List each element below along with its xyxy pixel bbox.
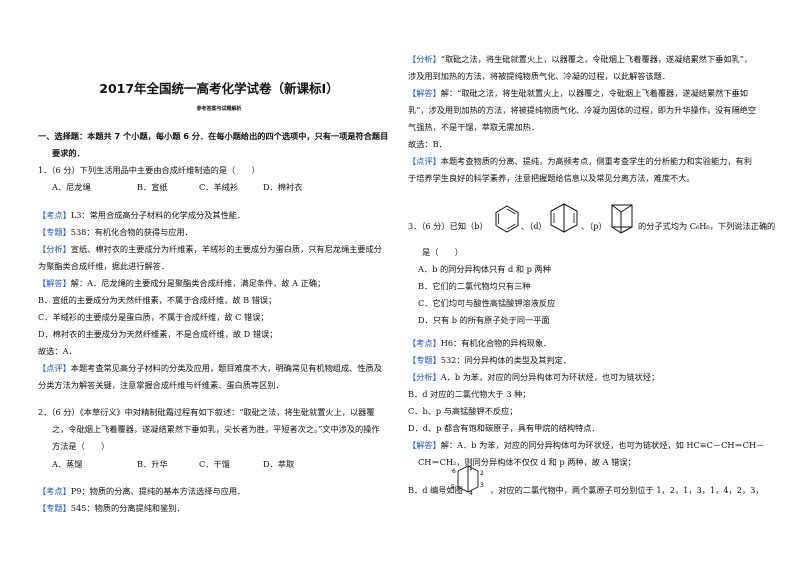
benzene-structure-icon	[495, 205, 519, 233]
jieda-text: 解：“取砒之法，将生砒就置火上，以器覆之，令砒烟上飞着覆器，遂凝结累然下垂如	[440, 88, 748, 98]
q2-kaodian: 【考点】P9：物质的分离、提纯的基本方法选择与应用．	[38, 483, 245, 500]
kaodian-tag: 【考点】	[408, 338, 441, 348]
q1-option-a: A．尼龙绳	[52, 182, 91, 192]
svg-text:1: 1	[469, 465, 473, 472]
zhuanti-tag: 【专题】	[38, 503, 71, 513]
q2-jieda: 【解答】解：“取砒之法，将生砒就置火上，以器覆之，令砒烟上飞着覆器，遂凝结累然下…	[408, 85, 748, 102]
q1-option-b: B．宣纸	[137, 182, 168, 192]
q3-option-d: D．只有 b 的所有原子处于同一平面	[418, 315, 550, 325]
jieda-tag: 【解答】	[408, 88, 441, 98]
q1-zhuanti: 【专题】538：有机化合物的获得与应用．	[38, 224, 193, 241]
jieda-text: 解：A．b 为苯，对应的同分异构体可为环状烃，也可为链状烃，如 HC≡C－CH＝…	[440, 440, 765, 450]
q3-label-d: 、（d）	[521, 221, 547, 231]
section-heading-cont: 要求的．	[52, 148, 85, 158]
q2-zhuanti: 【专题】545：物质的分离提纯和鉴别．	[38, 500, 185, 517]
svg-text:4: 4	[469, 490, 473, 496]
kaodian-text: L3：常用合成高分子材料的化学成分及其性能．	[70, 210, 246, 220]
q3-fenxi-d: D．d、p 都含有饱和碳原子，具有甲烷的结构特点．	[408, 423, 600, 433]
q3-kaodian: 【考点】H6：有机化合物的异构现象．	[408, 335, 551, 352]
q2-jieda-l3: 气强热，不是干馏，萃取无需加热．	[408, 122, 540, 132]
kaodian-tag: 【考点】	[38, 210, 71, 220]
q2-fenxi: 【分析】“取砒之法，将生砒就置火上，以器覆之，令砒烟上飞着覆器，遂凝结累然下垂如…	[408, 51, 752, 68]
kaodian-text: P9：物质的分离、提纯的基本方法选择与应用．	[70, 486, 246, 496]
fenxi-text: A．b 为苯，对应的同分异构体可为环状烃，也可为链状烃；	[440, 372, 660, 382]
q2-stem-l3: 方法是（ ）	[52, 441, 110, 451]
dianping-tag: 【点评】	[408, 156, 441, 166]
svg-text:6: 6	[452, 468, 456, 475]
q3-jieda-l3a: B．d 编号如图	[408, 485, 463, 495]
dianping-text: 本题考查物质的分离、提纯，为高频考点，侧重考查学生的分析能力和实验能力，有利	[440, 156, 752, 166]
section-heading: 一、选择题：本题共 7 个小题，每小题 6 分．在每小题给出的四个选项中，只有一…	[38, 131, 389, 141]
page-title: 2017年全国统一高考化学试卷（新课标Ⅰ）	[99, 81, 339, 96]
q3-option-b: B．它们的二氯代物均只有三种	[418, 281, 531, 291]
q2-option-c: C．干馏	[199, 459, 230, 469]
kaodian-tag: 【考点】	[38, 486, 71, 496]
jieda-tag: 【解答】	[408, 440, 441, 450]
zhuanti-tag: 【专题】	[38, 227, 71, 237]
q2-option-d: D．萃取	[263, 459, 295, 469]
fenxi-tag: 【分析】	[38, 244, 71, 254]
q1-fenxi-cont: 为聚酯类合成纤维，据此进行解答．	[38, 261, 170, 271]
q3-option-c: C．它们均可与酸性高锰酸钾溶液反应	[418, 298, 556, 308]
q3-jieda-l2: CH＝CH₂，则同分异构体不仅仅 d 和 p 两种，故 A 错误；	[418, 457, 636, 467]
q3-stem-l2: 是（ ）	[422, 247, 463, 257]
fenxi-text: “取砒之法，将生砒就置火上，以器覆之，令砒烟上飞着覆器，遂凝结累然下垂如乳”，	[440, 54, 753, 64]
q2-option-a: A．蒸馏	[52, 459, 83, 469]
dewar-benzene-structure-icon	[550, 203, 578, 233]
q1-dianping-cont: 分类方法为解答关键，注意掌握合成纤维与纤维素、蛋白质等区别．	[38, 380, 284, 390]
q2-answer: 故选：B．	[408, 139, 447, 149]
q2-dianping: 【点评】本题考查物质的分离、提纯，为高频考点，侧重考查学生的分析能力和实验能力，…	[408, 153, 752, 170]
page-subtitle: 参考答案与试题解析	[196, 106, 242, 112]
kaodian-text: H6：有机化合物的异构现象．	[440, 338, 552, 348]
q1-dianping: 【点评】本题考查常见高分子材料的分类及应用，题目难度不大，明确常见有机物组成、性…	[38, 360, 382, 377]
numbered-dewar-benzene-icon: 6 5 1 2 3 4	[451, 465, 484, 496]
q3-option-a: A．b 的同分异构体只有 d 和 p 两种	[418, 264, 551, 274]
svg-text:3: 3	[480, 482, 484, 489]
fenxi-tag: 【分析】	[408, 372, 441, 382]
q1-kaodian: 【考点】L3：常用合成高分子材料的化学成分及其性能．	[38, 207, 245, 224]
q1-option-d: D．棉衬衣	[263, 182, 303, 192]
zhuanti-text: 532：同分异构体的类型及其判定．	[440, 355, 572, 365]
svg-text:2: 2	[480, 470, 484, 477]
q1-jieda: 【解答】解：A．尼龙绳的主要成分是聚酯类合成纤维，满足条件，故 A 正确；	[38, 275, 325, 292]
q1-answer: 故选：A．	[38, 346, 77, 356]
q3-stem-a: 3．（6 分）已知（b）	[408, 221, 488, 231]
fenxi-text: 宣纸、棉衬衣的主要成分为纤维素，羊绒衫的主要成分为蛋白质，只有尼龙绳主要成分	[70, 244, 382, 254]
q3-jieda-l3b: ，对应的二氯代物中，两个氯原子可分别位于 1，2，1，3，1，4，2，3，	[490, 485, 764, 495]
jieda-text: 解：A．尼龙绳的主要成分是聚酯类合成纤维，满足条件，故 A 正确；	[70, 278, 326, 288]
jieda-tag: 【解答】	[38, 278, 71, 288]
svg-text:5: 5	[451, 484, 455, 491]
q2-option-b: B．升华	[137, 459, 168, 469]
q3-label-p: 、（p）	[581, 221, 607, 231]
q1-fenxi: 【分析】宣纸、棉衬衣的主要成分为纤维素，羊绒衫的主要成分为蛋白质，只有尼龙绳主要…	[38, 241, 382, 258]
q3-jieda: 【解答】解：A．b 为苯，对应的同分异构体可为环状烃，也可为链状烃，如 HC≡C…	[408, 437, 764, 454]
zhuanti-text: 545：物质的分离提纯和鉴别．	[70, 503, 185, 513]
zhuanti-text: 538：有机化合物的获得与应用．	[70, 227, 193, 237]
q1-jieda-c: C．羊绒衫的主要成分是蛋白质，不属于合成纤维，故 C 错误；	[38, 312, 269, 322]
q1-option-c: C．羊绒衫	[199, 182, 239, 192]
q3-fenxi: 【分析】A．b 为苯，对应的同分异构体可为环状烃，也可为链状烃；	[408, 369, 659, 386]
q2-stem: 2．（6 分）《本草衍义》中对精制砒霜过程有如下叙述：“取砒之法，将生砒就置火上…	[38, 407, 375, 417]
q2-fenxi-cont: 涉及用到加热的方法，将被提纯物质气化、冷凝的过程，以此解答该题．	[408, 71, 671, 81]
q3-stem-b: 的分子式均为 C₆H₆，下列说法正确的	[638, 221, 776, 231]
zhuanti-tag: 【专题】	[408, 355, 441, 365]
fenxi-tag: 【分析】	[408, 54, 441, 64]
q1-jieda-b: B．宣纸的主要成分为天然纤维素，不属于合成纤维，故 B 错误；	[38, 295, 277, 305]
dianping-text: 本题考查常见高分子材料的分类及应用，题目难度不大，明确常见有机物组成、性质及	[70, 363, 382, 373]
prismane-structure-icon	[611, 204, 633, 234]
q3-fenxi-b: B．d 对应的二氯代物大于 3 种；	[408, 389, 531, 399]
dianping-tag: 【点评】	[38, 363, 71, 373]
q2-jieda-l2: 乳”，涉及用到加热的方法，将被提纯物质气化、冷凝为固体的过程，即为升华操作，没有…	[408, 105, 757, 115]
q2-stem-l2: 之，令砒烟上飞着覆器，遂凝结累然下垂如乳，尖长者为胜，平短者次之。”文中涉及的操…	[52, 424, 380, 434]
q1-jieda-d: D．棉衬衣的主要成分为天然纤维素，不是合成纤维，故 D 错误；	[38, 329, 278, 339]
q3-fenxi-c: C．b、p 与高锰酸钾不反应；	[408, 406, 518, 416]
q1-stem: 1．（6 分）下列生活用品中主要由合成纤维制造的是（ ）	[38, 165, 260, 175]
q2-dianping-cont: 于培养学生良好的科学素养，注意把握题给信息以及常见分离方法，难度不大。	[408, 173, 695, 183]
q3-zhuanti: 【专题】532：同分异构体的类型及其判定．	[408, 352, 571, 369]
